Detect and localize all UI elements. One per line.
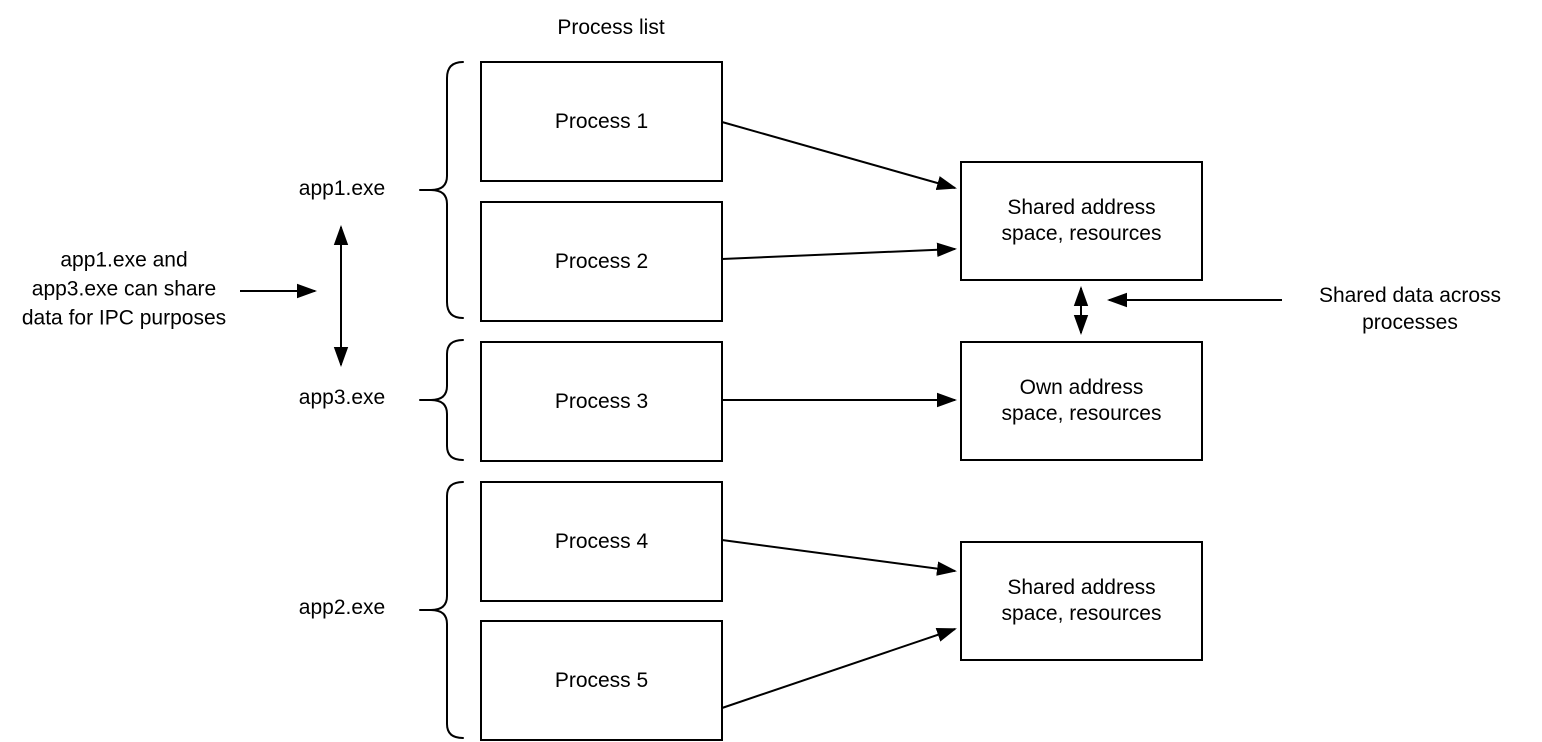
shared-data-annotation-line-1: Shared data across	[1318, 284, 1502, 307]
brace-app2	[419, 481, 464, 739]
process-box-5: Process 5	[480, 620, 723, 741]
address-box-shared-2: Shared address space, resources	[960, 541, 1203, 661]
address-box-shared-1-line-2: space, resources	[1001, 222, 1162, 245]
ipc-annotation-line-2: app3.exe can share	[31, 277, 217, 301]
address-box-own-line-2: space, resources	[1001, 402, 1162, 425]
brace-app3	[419, 339, 464, 461]
process-box-4-label: Process 4	[554, 529, 649, 553]
ipc-annotation-line-3: data for IPC purposes	[21, 306, 227, 330]
group-label-app3: app3.exe	[298, 386, 386, 409]
process-box-2-label: Process 2	[554, 249, 649, 273]
process-box-5-label: Process 5	[554, 668, 649, 692]
shared-data-annotation-text: Shared data across processes	[1319, 282, 1501, 336]
ipc-annotation-text: app1.exe and app3.exe can share data for…	[22, 246, 226, 333]
connector-process2-to-shared1	[721, 242, 957, 260]
shared-data-annotation-line-2: processes	[1362, 311, 1458, 334]
process-box-4: Process 4	[480, 481, 723, 602]
ipc-annotation-line-1: app1.exe and	[60, 248, 188, 272]
address-box-shared-1-line-1: Shared address	[1007, 196, 1156, 219]
process-box-3-label: Process 3	[554, 389, 649, 413]
address-box-own: Own address space, resources	[960, 341, 1203, 461]
process-box-3: Process 3	[480, 341, 723, 462]
group-label-app2: app2.exe	[298, 596, 386, 619]
address-box-shared-2-line-1: Shared address	[1007, 576, 1156, 599]
address-box-shared-2-line-2: space, resources	[1001, 602, 1162, 625]
connector-process5-to-shared2	[721, 627, 957, 709]
address-box-shared-1: Shared address space, resources	[960, 161, 1203, 281]
process-box-1: Process 1	[480, 61, 723, 182]
group-label-app1: app1.exe	[298, 177, 386, 200]
connector-process1-to-shared1	[721, 121, 957, 191]
address-box-own-line-1: Own address	[1019, 376, 1144, 399]
connector-process4-to-shared2	[721, 539, 957, 576]
process-box-1-label: Process 1	[554, 109, 649, 133]
brace-app1	[419, 61, 464, 319]
diagram-title: Process list	[557, 16, 665, 39]
process-box-2: Process 2	[480, 201, 723, 322]
